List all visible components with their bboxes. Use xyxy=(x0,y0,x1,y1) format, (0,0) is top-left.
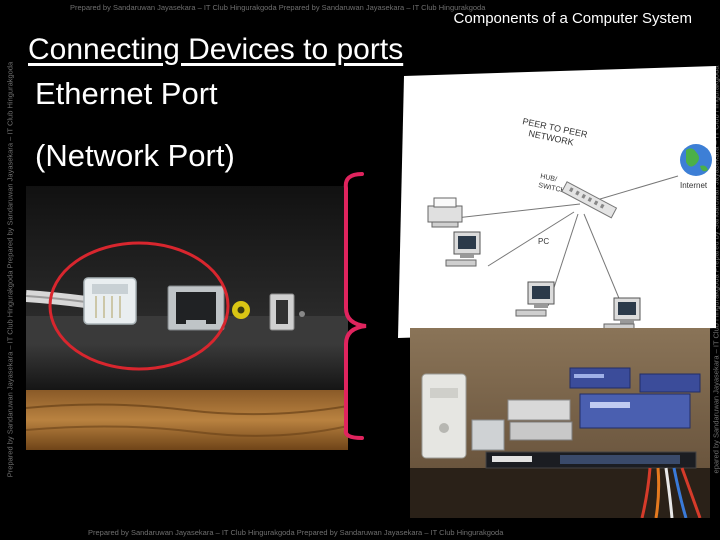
internet-globe-icon xyxy=(680,144,712,176)
pc-icon xyxy=(603,297,641,331)
pc-icon xyxy=(445,231,481,267)
slide-title: Connecting Devices to ports xyxy=(28,33,404,66)
watermark-top: Prepared by Sandaruwan Jayasekara – IT C… xyxy=(70,3,486,12)
network-devices-photo xyxy=(410,328,710,518)
pc-icon xyxy=(515,281,555,317)
internet-label: Internet xyxy=(680,181,708,190)
watermark-bottom: Prepared by Sandaruwan Jayasekara – IT C… xyxy=(88,528,504,537)
bullet-network-port: (Network Port) xyxy=(35,138,235,173)
hub-switch-icon xyxy=(561,181,618,219)
laptop-ports-photo xyxy=(26,186,348,450)
watermark-left: Prepared by Sandaruwan Jayasekara – IT C… xyxy=(5,61,15,478)
printer-icon xyxy=(427,197,463,228)
hub-label-line1: HUB/ xyxy=(540,173,558,183)
pc-label: PC xyxy=(538,237,549,246)
slide-header: Components of a Computer System xyxy=(453,10,692,27)
peer-to-peer-network-diagram: PEER TO PEER NETWORK HUB/ SWITCH Interne… xyxy=(398,66,716,338)
brace-connector xyxy=(343,172,367,440)
bullet-ethernet-port: Ethernet Port xyxy=(35,76,218,111)
